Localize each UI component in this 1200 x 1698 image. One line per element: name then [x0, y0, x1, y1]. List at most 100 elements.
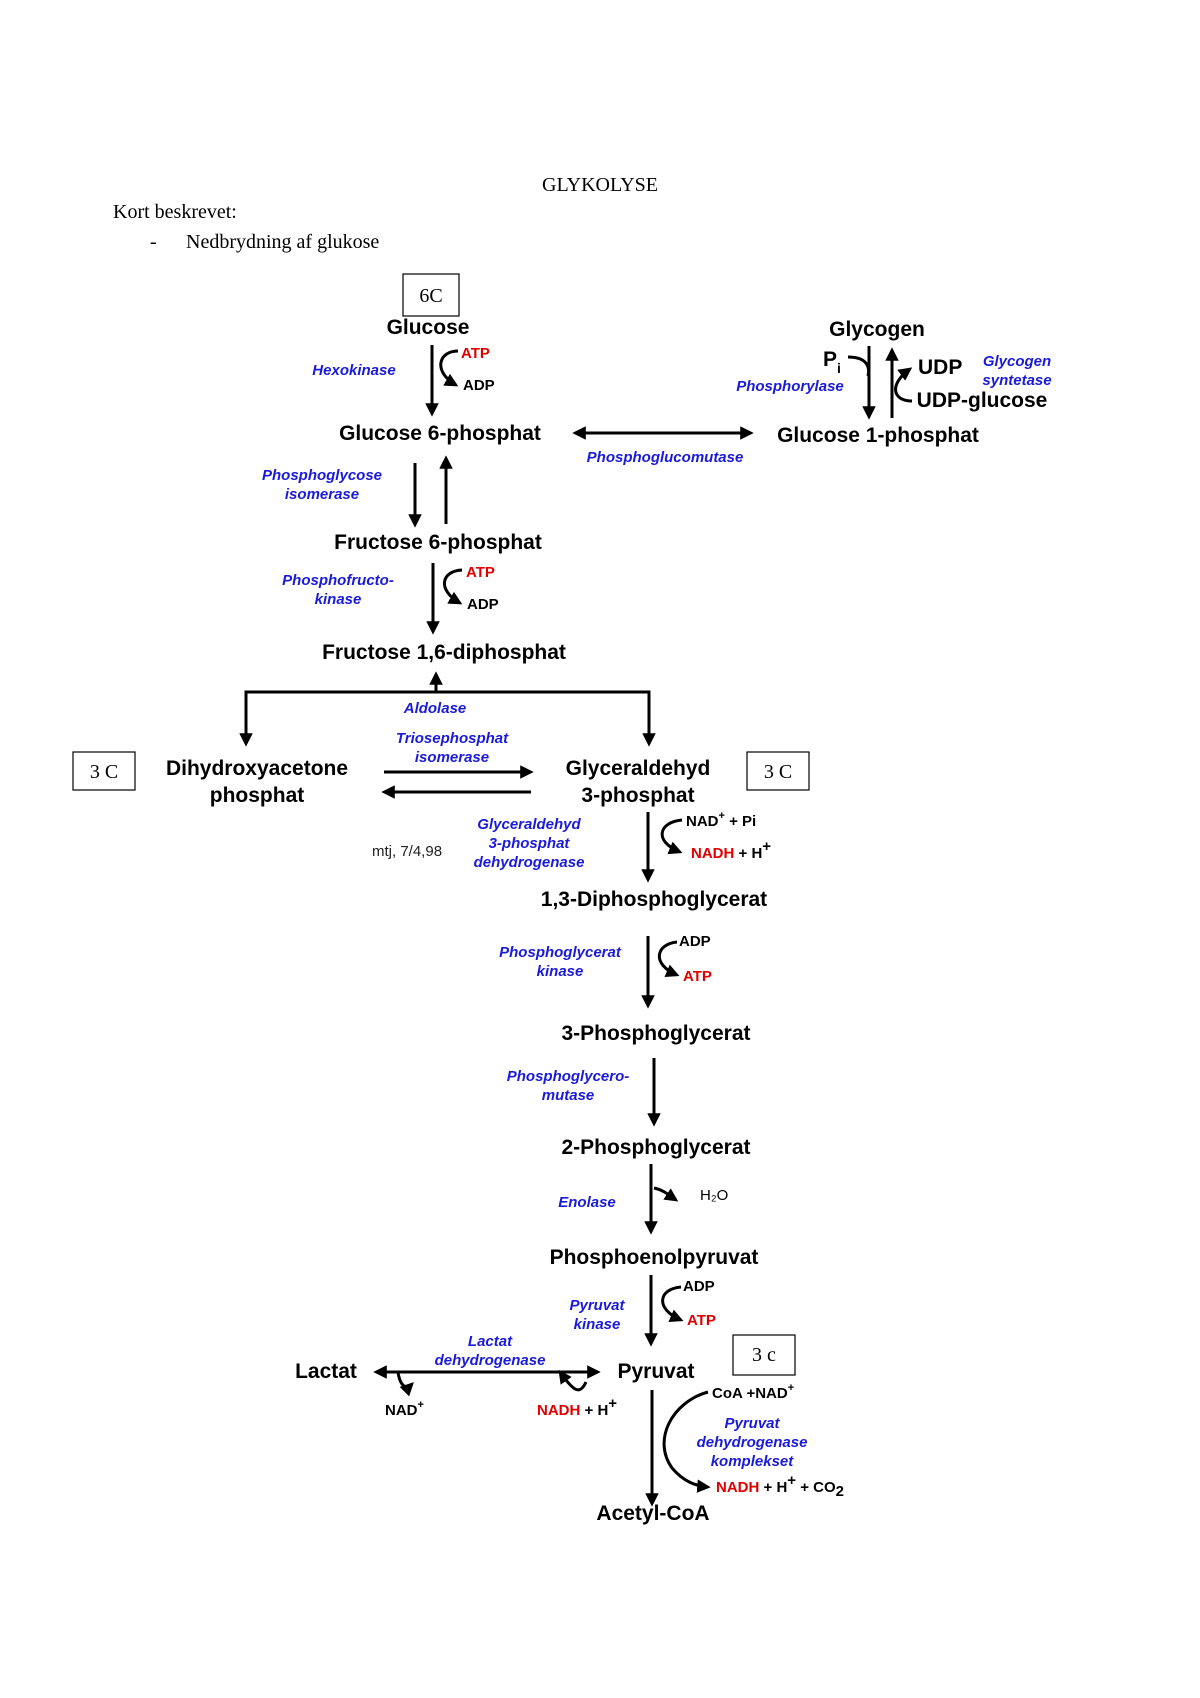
carbon-box-g3p-label: 3 C [764, 761, 792, 783]
cofactor-co2-label: + CO [796, 1479, 836, 1496]
cofactor-udp: UDP [918, 356, 962, 379]
cofactor-atp-pk: ATP [687, 1312, 716, 1329]
cofactor-nad-sup: + [719, 810, 725, 822]
enzyme-pyruvat-kinase-line1: Pyruvat [569, 1297, 625, 1314]
author-note: mtj, 7/4,98 [372, 843, 442, 860]
molecule-2-phosphoglycerat: 2-Phosphoglycerat [561, 1136, 750, 1159]
cofactor-pi-label: + Pi [725, 813, 756, 830]
enzyme-phosphoglycose-isomerase-line2: isomerase [285, 486, 359, 503]
bullet-marker: - [150, 231, 157, 253]
enzyme-pyruvat-dehydrogenase-line1: Pyruvat [724, 1415, 780, 1432]
molecule-lactat: Lactat [295, 1360, 357, 1383]
molecule-fructose-1-6-diphosphat: Fructose 1,6-diphosphat [322, 641, 566, 664]
enzyme-glycogen-syntetase-line1: Glycogen [983, 353, 1051, 370]
molecule-glucose: Glucose [387, 316, 470, 339]
cofactor-nad-label: NAD [686, 813, 719, 830]
enzyme-pyruvat-kinase-line2: kinase [574, 1316, 621, 1333]
molecule-glyceraldehyd: Glyceraldehyd [566, 757, 711, 780]
cofactor-coa-nad-label: CoA +NAD [712, 1385, 788, 1402]
cofactor-nadh-lactat-label: NADH [537, 1402, 580, 1419]
curve-atp-adp-hexokinase [439, 349, 459, 387]
molecule-glycogen: Glycogen [829, 318, 925, 341]
curve-nad-lactat [396, 1371, 414, 1397]
curve-h2o-enolase [653, 1186, 679, 1202]
enzyme-glycogen-syntetase-line2: syntetase [982, 372, 1051, 389]
subtitle: Kort beskrevet: [113, 201, 237, 223]
curve-pdh-cofactors [662, 1390, 711, 1493]
enzyme-triosephosphat-isomerase-line1: Triosephosphat [396, 730, 509, 747]
enzyme-lactat-dehydrogenase-line2: dehydrogenase [435, 1352, 546, 1369]
enzyme-gapdh-line2: 3-phosphat [489, 835, 571, 852]
molecule-3-phosphoglycerat: 3-Phosphoglycerat [561, 1022, 750, 1045]
cofactor-atp-pgk: ATP [683, 968, 712, 985]
enzyme-triosephosphat-isomerase-line2: isomerase [415, 749, 489, 766]
enzyme-lactat-dehydrogenase-line1: Lactat [468, 1333, 513, 1350]
cofactor-pi-subscript: i [837, 360, 841, 376]
cofactor-h-lactat-sup: + [608, 1395, 617, 1412]
enzyme-phosphoglycerat-kinase-line2: kinase [537, 963, 584, 980]
enzyme-aldolase: Aldolase [403, 700, 467, 717]
molecule-fructose-6-phosphat: Fructose 6-phosphat [334, 531, 542, 554]
curve-pi-phosphorylase [847, 355, 871, 377]
cofactor-nad-lactat-sup: + [418, 1399, 424, 1411]
cofactor-adp-pfk: ADP [467, 596, 499, 613]
cofactor-nad-lactat-label: NAD [385, 1402, 418, 1419]
molecule-glyceraldehyd-3-phosphat: 3-phosphat [581, 784, 694, 807]
cofactor-h-label: + H [734, 845, 762, 862]
molecule-pyruvat: Pyruvat [617, 1360, 694, 1383]
molecule-1-3-diphosphoglycerat: 1,3-Diphosphoglycerat [541, 888, 767, 911]
cofactor-nadh-lactat: NADH + H+ [537, 1395, 617, 1419]
curve-nad-nadh-gapdh [660, 818, 683, 855]
carbon-box-g3p: 3 C [746, 751, 810, 791]
carbon-box-dhap-label: 3 C [90, 761, 118, 783]
carbon-box-dhap: 3 C [72, 751, 136, 791]
enzyme-pyruvat-dehydrogenase-line3: komplekset [711, 1453, 795, 1470]
cofactor-nad-lactat: NAD+ [385, 1399, 424, 1419]
enzyme-phosphofructokinase-line1: Phosphofructo- [282, 572, 394, 589]
cofactor-pi-phosphorylase: Pi [823, 348, 841, 376]
cofactor-nadh-h-co2: NADH + H+ + CO2 [716, 1472, 844, 1500]
cofactor-h2o: H₂O [700, 1187, 728, 1204]
cofactor-atp-pfk: ATP [466, 564, 495, 581]
cofactor-adp-pk: ADP [683, 1278, 715, 1295]
curve-adp-atp-pk [661, 1285, 684, 1322]
cofactor-h-lactat-label: + H [580, 1402, 608, 1419]
cofactor-coa-nad: CoA +NAD+ [712, 1382, 794, 1402]
enzyme-phosphofructokinase-line2: kinase [315, 591, 362, 608]
carbon-box-6c: 6C [402, 273, 460, 317]
molecule-dhap-phosphat: phosphat [210, 784, 305, 807]
cofactor-adp-pgk: ADP [679, 933, 711, 950]
molecule-phosphoenolpyruvat: Phosphoenolpyruvat [550, 1246, 759, 1269]
bullet-text: Nedbrydning af glukose [186, 231, 380, 253]
cofactor-h-pdh-label: + H [759, 1479, 787, 1496]
enzyme-gapdh-line1: Glyceraldehyd [477, 816, 581, 833]
cofactor-h-sup: + [762, 838, 771, 855]
carbon-box-6c-label: 6C [419, 285, 442, 307]
enzyme-phosphorylase: Phosphorylase [736, 378, 844, 395]
molecule-dihydroxyacetone: Dihydroxyacetone [166, 757, 348, 780]
curve-nadh-lactat [558, 1369, 588, 1392]
carbon-box-pyruvat: 3 c [732, 1334, 796, 1376]
enzyme-phosphoglyceromutase-line2: mutase [542, 1087, 595, 1104]
molecule-glucose-6-phosphat: Glucose 6-phosphat [339, 422, 541, 445]
cofactor-atp-hexokinase: ATP [461, 345, 490, 362]
enzyme-phosphoglucomutase: Phosphoglucomutase [587, 449, 744, 466]
enzyme-hexokinase: Hexokinase [312, 362, 395, 379]
molecule-acetyl-coa: Acetyl-CoA [596, 1502, 709, 1525]
curve-atp-adp-pfk [442, 568, 463, 605]
cofactor-co2-sub: 2 [836, 1483, 844, 1500]
cofactor-h-pdh-sup: + [787, 1472, 796, 1489]
enzyme-phosphoglyceromutase-line1: Phosphoglycero- [507, 1068, 630, 1085]
cofactor-nadh-label: NADH [691, 845, 734, 862]
cofactor-coa-nad-sup: + [788, 1382, 794, 1394]
cofactor-nad-pi: NAD+ + Pi [686, 810, 756, 830]
molecule-glucose-1-phosphat: Glucose 1-phosphat [777, 424, 979, 447]
carbon-box-pyruvat-label: 3 c [752, 1344, 776, 1366]
cofactor-pi-p: P [823, 348, 837, 371]
curve-adp-atp-pgk [657, 940, 680, 977]
cofactor-nadh-pdh-label: NADH [716, 1479, 759, 1496]
curve-udp-glycogen-syntetase [894, 367, 913, 403]
cofactor-adp-hexokinase: ADP [463, 377, 495, 394]
